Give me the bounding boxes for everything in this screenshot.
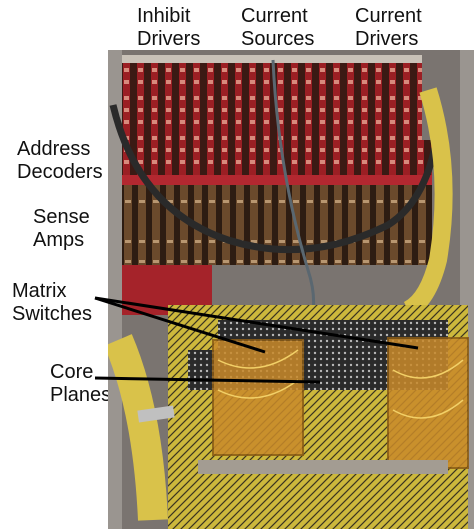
- inhibit-drivers-label: Inhibit Drivers: [137, 5, 200, 51]
- sense-amps-line2: Amps: [33, 229, 85, 251]
- rack-top-bar: [122, 55, 422, 63]
- left-frame-rail: [108, 50, 122, 529]
- current-drivers-label: Current Drivers: [355, 5, 422, 51]
- core-planes-label: Core Planes: [50, 361, 111, 407]
- address-decoders-line1: Address: [17, 138, 91, 160]
- cable-clamp: [137, 405, 175, 423]
- current-sources-line2: Sources: [241, 28, 315, 50]
- current-drivers-line1: Current: [355, 5, 422, 27]
- red-rail: [122, 175, 432, 185]
- board-wires: [217, 349, 464, 419]
- core-base-plate: [198, 460, 448, 474]
- inhibit-drivers-line1: Inhibit: [137, 5, 191, 27]
- core-memory-photo: [108, 50, 474, 529]
- sense-amps-line1: Sense: [33, 206, 90, 228]
- inhibit-drivers-line2: Drivers: [137, 28, 201, 50]
- matrix-switches-line1: Matrix: [12, 280, 67, 302]
- matrix-switch-board-right: [387, 337, 469, 469]
- current-drivers-line2: Drivers: [355, 28, 419, 50]
- bottom-wiring: [168, 475, 468, 529]
- address-decoders-line2: Decoders: [17, 161, 103, 183]
- black-cable: [109, 104, 442, 254]
- matrix-switches-line2: Switches: [12, 303, 93, 325]
- core-planes-line1: Core: [50, 361, 94, 383]
- current-sources-line1: Current: [241, 5, 308, 27]
- core-planes-line2: Planes: [50, 384, 112, 406]
- current-sources-label: Current Sources: [241, 5, 314, 51]
- matrix-switches-label: Matrix Switches: [12, 280, 92, 326]
- sense-amps-label: Sense Amps: [33, 206, 90, 252]
- driver-card-rack: [122, 60, 422, 140]
- right-wire-bundle: [403, 87, 453, 319]
- address-decoders-label: Address Decoders: [17, 138, 103, 184]
